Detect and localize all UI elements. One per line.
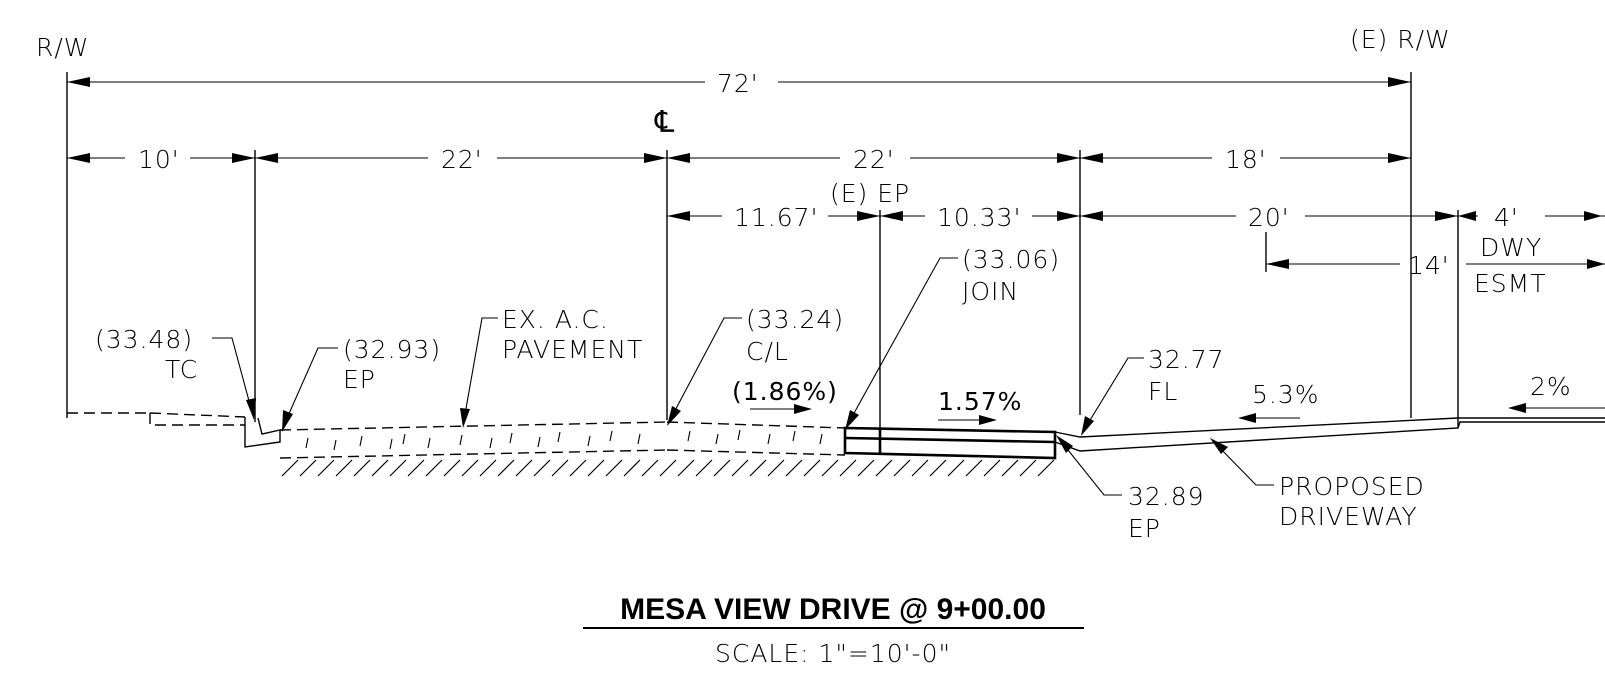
ep2-elev: 32.89: [1128, 482, 1205, 511]
dim-10-label: 10': [138, 145, 180, 174]
driveway-line2: DRIVEWAY: [1279, 502, 1418, 531]
dim-11-67: 11.67': [667, 203, 880, 232]
tc-label: TC: [165, 355, 198, 384]
dim-11-67-label: 11.67': [734, 203, 818, 232]
dim-14-label: 14': [1408, 251, 1450, 280]
rw-right-label: (E) R/W: [1350, 25, 1451, 54]
slope-existing: (1.86%): [732, 377, 838, 414]
dim-14: 14': [1266, 251, 1450, 280]
existing-ep-label: (E) EP: [830, 179, 910, 208]
cl-elev: (33.24): [746, 305, 844, 334]
ep-elev: (32.93): [343, 335, 441, 364]
slope-driveway: 5.3%: [1238, 380, 1320, 423]
drawing-scale: SCALE: 1"=10'-0": [715, 639, 951, 668]
tc-elev: (33.48): [95, 325, 193, 354]
ep-label: EP: [343, 365, 376, 394]
slope-right-label: 2%: [1530, 372, 1572, 401]
dim-22-left: 22': [255, 145, 667, 174]
fl-callout: 32.77 FL: [1081, 345, 1225, 436]
ep2-label: EP: [1128, 514, 1161, 543]
join-callout: (33.06) JOIN: [845, 245, 1060, 430]
slope-proposed: 1.57%: [938, 387, 1022, 425]
pavement-callout: EX. A.C. PAVEMENT: [460, 305, 643, 428]
pavement-line2: PAVEMENT: [502, 335, 643, 364]
cl-callout: (33.24) C/L: [667, 305, 844, 426]
existing-pavement-section: [67, 412, 1055, 477]
tc-callout: (33.48) TC: [95, 325, 256, 420]
slope-driveway-label: 5.3%: [1252, 380, 1320, 409]
fl-label: FL: [1148, 377, 1178, 406]
dim-18: 18': [1080, 145, 1411, 174]
driveway-callout: PROPOSED DRIVEWAY: [1210, 438, 1425, 531]
proposed-driveway-profile: [1054, 417, 1605, 452]
rw-left-label: R/W: [36, 33, 90, 62]
dim-22-right: 22': [667, 145, 1080, 174]
dim-4: 4': [1458, 203, 1605, 232]
dim-10: 10': [67, 145, 255, 174]
dim-10-33: 10.33': [880, 203, 1080, 232]
dim-72-label: 72': [717, 69, 759, 98]
dim-22-right-label: 22': [853, 145, 895, 174]
dim-4-label: 4': [1494, 203, 1519, 232]
slope-existing-label: (1.86%): [732, 377, 838, 406]
easement-line2: ESMT: [1474, 269, 1547, 298]
driveway-line1: PROPOSED: [1279, 472, 1425, 501]
dim-72: 72': [67, 69, 1411, 98]
dim-10-33-label: 10.33': [937, 203, 1021, 232]
join-label: JOIN: [962, 277, 1019, 306]
dim-20-label: 20': [1248, 203, 1290, 232]
dim-18-label: 18': [1225, 145, 1267, 174]
drawing-title-block: MESA VIEW DRIVE @ 9+00.00 SCALE: 1"=10'-…: [583, 593, 1084, 668]
pavement-line1: EX. A.C.: [502, 305, 609, 334]
dim-20: 20': [1080, 203, 1458, 232]
drawing-title: MESA VIEW DRIVE @ 9+00.00: [620, 593, 1046, 626]
slope-proposed-label: 1.57%: [938, 387, 1022, 416]
driveway-easement-label: DWY ESMT: [1466, 233, 1605, 298]
fl-elev: 32.77: [1148, 345, 1225, 374]
join-elev: (33.06): [962, 245, 1060, 274]
cl-label: C/L: [746, 337, 789, 366]
centerline-symbol: ℄: [654, 105, 675, 140]
easement-line1: DWY: [1480, 233, 1542, 262]
slope-right: 2%: [1508, 372, 1605, 413]
ep2-callout: 32.89 EP: [1056, 435, 1205, 543]
dim-22-left-label: 22': [441, 145, 483, 174]
ep-callout: (32.93) EP: [282, 335, 441, 432]
proposed-pavement-section: [843, 426, 1057, 460]
